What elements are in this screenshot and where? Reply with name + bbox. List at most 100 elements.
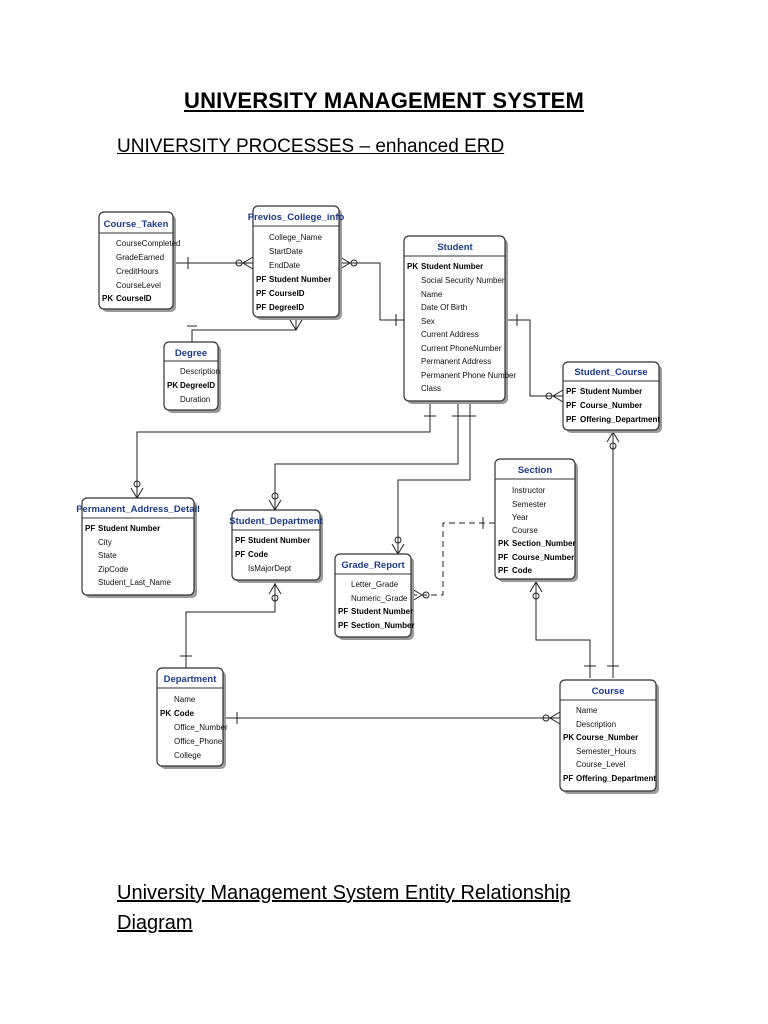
attribute-name: Semester_Hours — [576, 747, 636, 756]
relationship-lines — [130, 256, 620, 725]
cardinality-zero-mark — [350, 259, 358, 267]
attribute-name: Section_Number — [351, 621, 415, 630]
entity-title: Department — [164, 674, 218, 685]
attribute-name: Student Number — [351, 607, 413, 616]
attribute-name: Offering_Department — [580, 415, 660, 424]
attribute-name: Student Number — [98, 524, 160, 533]
attribute-name: Student Number — [248, 536, 310, 545]
entity-department: Department Name PK Code Office_Number Of… — [156, 667, 228, 769]
entity-title: Course — [592, 686, 625, 697]
rel-student-department-department — [185, 582, 276, 668]
cardinality-zero-mark — [133, 480, 141, 488]
attribute-name: CourseID — [269, 289, 305, 298]
attribute-name: Current Address — [421, 330, 479, 339]
diagram-caption: University Management System Entity Rela… — [117, 882, 571, 934]
attribute-name: Course_Number — [580, 401, 642, 410]
attribute-name: College — [174, 751, 202, 760]
entity-title: Student_Course — [574, 367, 647, 378]
attribute-name: Student_Last_Name — [98, 578, 171, 587]
attribute-name: City — [98, 538, 112, 547]
key-tag: PF — [256, 275, 266, 284]
key-tag: PF — [566, 401, 576, 410]
attribute-name: Year — [512, 513, 529, 522]
attribute-name: CourseCompleted — [116, 239, 180, 248]
entity-grade-report: Grade_Report Letter_Grade Numeric_Grade … — [334, 553, 415, 640]
cardinality-many-mark — [552, 389, 564, 403]
rel-section-grade-report — [412, 522, 495, 596]
attribute-name: ZipCode — [98, 565, 129, 574]
cardinality-many-mark — [411, 588, 423, 602]
key-tag: PK — [102, 294, 113, 303]
cardinality-many-mark — [289, 319, 303, 331]
attribute-name: StartDate — [269, 247, 303, 256]
entity-course-taken: Course_Taken CourseCompleted GradeEarned… — [98, 211, 180, 312]
attribute-name: DegreeID — [180, 381, 215, 390]
attribute-name: Date Of Birth — [421, 303, 467, 312]
key-tag: PF — [566, 387, 576, 396]
attribute-name: Offering_Department — [576, 774, 656, 783]
entity-student-department: Student_Department PF Student Number PF … — [229, 509, 324, 583]
entity-section: Section Instructor Semester Year Course … — [494, 458, 578, 582]
attribute-name: CreditHours — [116, 267, 159, 276]
attribute-name: Social Security Number — [421, 276, 505, 285]
key-tag: PF — [256, 303, 266, 312]
attribute-name: Name — [576, 706, 598, 715]
entity-title: Student — [437, 242, 473, 253]
attribute-name: Description — [180, 367, 220, 376]
key-tag: PF — [498, 566, 508, 575]
entity-previos-college-info: Previos_College_info College_Name StartD… — [248, 205, 345, 320]
attribute-name: GradeEarned — [116, 253, 164, 262]
entity-title: Course_Taken — [104, 219, 169, 230]
cardinality-zero-mark — [542, 714, 550, 722]
cardinality-zero-mark — [545, 392, 553, 400]
attribute-name: Numeric_Grade — [351, 594, 408, 603]
attribute-name: Description — [576, 720, 616, 729]
cardinality-zero-mark — [271, 492, 279, 500]
attribute-name: Name — [174, 695, 196, 704]
key-tag: PF — [566, 415, 576, 424]
attribute-name: Current PhoneNumber — [421, 344, 502, 353]
rel-student-student-department — [274, 402, 459, 510]
key-tag: PF — [85, 524, 95, 533]
attribute-name: Letter_Grade — [351, 580, 399, 589]
key-tag: PF — [235, 536, 245, 545]
entity-title: Grade_Report — [341, 560, 405, 571]
attribute-name: Code — [512, 566, 533, 575]
attribute-name: Semester — [512, 500, 547, 509]
entity-student-course: Student_Course PF Student Number PF Cour… — [562, 361, 662, 433]
cardinality-zero-mark — [235, 259, 243, 267]
attribute-name: Sex — [421, 317, 435, 326]
key-tag: PF — [563, 774, 573, 783]
cardinality-zero-mark — [394, 536, 402, 544]
cardinality-many-mark — [549, 711, 561, 725]
rel-section-course — [535, 580, 591, 678]
attribute-name: Permanent Address — [421, 357, 491, 366]
entity-degree: Degree Description PK DegreeID Duration — [163, 341, 221, 413]
attribute-name: Duration — [180, 395, 210, 404]
rel-previous-college-student — [340, 262, 404, 321]
attribute-name: Student Number — [580, 387, 642, 396]
key-tag: PF — [338, 621, 348, 630]
page-title: UNIVERSITY MANAGEMENT SYSTEM — [183, 88, 584, 113]
key-tag: PK — [498, 539, 509, 548]
attribute-name: CourseLevel — [116, 281, 161, 290]
attribute-name: CourseID — [116, 294, 152, 303]
key-tag: PK — [407, 262, 418, 271]
attribute-name: Class — [421, 384, 441, 393]
attribute-name: College_Name — [269, 233, 322, 242]
attribute-name: Permanent Phone Number — [421, 371, 517, 380]
page-subtitle: UNIVERSITY PROCESSES – enhanced ERD — [117, 136, 505, 157]
entity-permanent-address-detail: Permanent_Address_Detail PF Student Numb… — [76, 497, 200, 598]
attribute-name: Section_Number — [512, 539, 576, 548]
attribute-name: Student Number — [421, 262, 483, 271]
key-tag: PK — [167, 381, 178, 390]
cardinality-zero-mark — [609, 442, 617, 450]
cardinality-zero-mark — [271, 594, 279, 602]
cardinality-zero-mark — [532, 592, 540, 600]
entity-student: Student PK Student Number Social Securit… — [403, 235, 517, 404]
rel-student-student-course — [507, 319, 563, 397]
entity-title: Degree — [175, 348, 207, 359]
entity-title: Previos_College_info — [248, 212, 345, 223]
attribute-name: Code — [248, 550, 269, 559]
